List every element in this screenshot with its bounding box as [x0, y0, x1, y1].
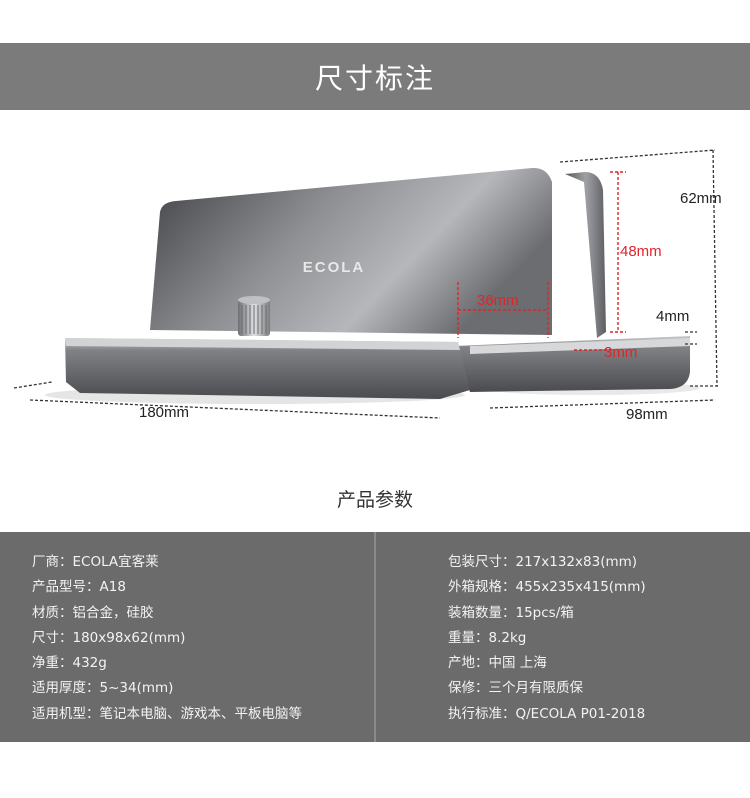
spec-row: 外箱规格：455x235x415(mm)	[448, 579, 646, 596]
spec-row: 尺寸：180x98x62(mm)	[32, 629, 186, 646]
spec-row: 保修：三个月有限质保	[448, 680, 583, 697]
header-banner: 尺寸标注	[0, 43, 750, 110]
spec-row: 产地：中国 上海	[448, 655, 547, 672]
spec-row: 净重：432g	[32, 655, 107, 672]
page-title: 尺寸标注	[314, 61, 435, 95]
dimension-slot-label: 36mm	[477, 292, 519, 309]
spec-row: 适用机型：笔记本电脑、游戏本、平板电脑等	[32, 705, 302, 722]
laptop-stand-drawing: ECOLA	[13, 149, 718, 419]
dimension-base-thickness-label: 4mm	[656, 308, 690, 325]
knob-ridges	[241, 305, 267, 334]
dimension-back-height-label: 48mm	[620, 243, 662, 260]
dimension-height-label: 62mm	[680, 190, 722, 207]
specs-panel: 厂商：ECOLA宜客莱 产品型号：A18 材质：铝合金，硅胶 尺寸：180x98…	[0, 532, 750, 742]
product-illustration: ECOLA	[0, 110, 750, 460]
spec-row: 厂商：ECOLA宜客莱	[32, 554, 159, 570]
black-dimension-lines	[13, 149, 718, 419]
red-dimension-lines	[457, 171, 626, 351]
brand-logo: ECOLA	[303, 259, 366, 276]
dimension-width-label: 180mm	[139, 404, 190, 421]
knob-top	[238, 296, 270, 304]
specs-right-column: 包装尺寸：217x132x83(mm) 外箱规格：455x235x415(mm)…	[448, 550, 646, 727]
spec-row: 材质：铝合金，硅胶	[32, 604, 154, 621]
front-plate	[150, 167, 552, 335]
dimension-gap-label: 3mm	[604, 344, 638, 361]
spec-row: 产品型号：A18	[32, 579, 126, 596]
base-top-edge	[65, 338, 460, 350]
rear-arm	[565, 172, 606, 338]
column-divider	[374, 532, 376, 742]
dimension-depth-label: 98mm	[626, 406, 668, 423]
spec-row: 适用厚度：5~34(mm)	[32, 680, 174, 697]
spec-row: 装箱数量：15pcs/箱	[448, 604, 574, 621]
params-title: 产品参数	[336, 489, 413, 511]
base-left	[65, 338, 470, 399]
base-edge	[470, 338, 690, 354]
spec-row: 重量：8.2kg	[448, 629, 527, 646]
spec-row: 执行标准：Q/ECOLA P01-2018	[448, 705, 646, 722]
spec-row: 包装尺寸：217x132x83(mm)	[448, 554, 638, 570]
specs-left-column: 厂商：ECOLA宜客莱 产品型号：A18 材质：铝合金，硅胶 尺寸：180x98…	[32, 550, 302, 727]
